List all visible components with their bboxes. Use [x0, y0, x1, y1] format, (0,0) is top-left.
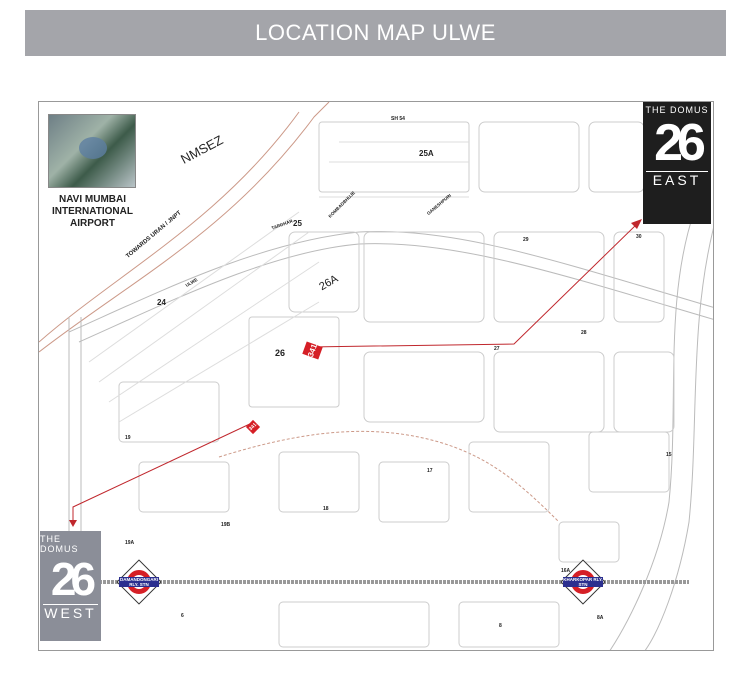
logo-bottom-text: EAST: [646, 171, 708, 188]
sector-label: 29: [523, 237, 529, 243]
sh54-label: SH 54: [391, 116, 405, 122]
sector-label: 15: [666, 452, 672, 458]
logo-top-text: THE DOMUS: [645, 105, 709, 115]
logo-bottom-text: WEST: [43, 604, 98, 621]
road-network: [39, 102, 713, 650]
sector-label: 25: [293, 219, 302, 228]
sector-label: 26: [275, 348, 286, 358]
city-blocks: [118, 121, 675, 648]
sector-label: 8A: [597, 615, 604, 621]
damandongari-station[interactable]: DAMANDONGARI RLY. STN: [116, 559, 162, 605]
sector-label: 28: [581, 330, 587, 336]
site-arrow-east: [308, 221, 640, 348]
highway-road: [39, 111, 300, 343]
logo-top-text: THE DOMUS: [40, 534, 79, 554]
logo-number: 26: [50, 553, 96, 605]
page-title: LOCATION MAP ULWE: [255, 20, 496, 45]
highway-road: [39, 102, 330, 353]
sector-label: 19B: [221, 522, 231, 528]
site-arrow-west: [72, 421, 255, 522]
arterial-road: [218, 430, 560, 523]
logo-number: 26: [654, 114, 706, 172]
station-name: DAMANDONGARI RLY. STN: [119, 577, 159, 587]
sector-label: 24: [157, 298, 166, 307]
arterial-road: [68, 317, 82, 532]
location-map: NAVI MUMBAI INTERNATIONAL AIRPORT NMSEZ …: [38, 101, 714, 651]
airport-name: NAVI MUMBAI INTERNATIONAL AIRPORT: [52, 194, 133, 229]
kharkopar-station[interactable]: KHARKOPAR RLY. STN: [560, 559, 606, 605]
airport-image: [48, 114, 136, 188]
domus-east-logo: THE DOMUS 26 EAST: [643, 102, 711, 224]
station-name: KHARKOPAR RLY. STN: [563, 577, 603, 587]
site-arrow-east-head: [631, 219, 642, 229]
domus-west-logo: THE DOMUS 26 WEST: [40, 531, 101, 641]
sector-label: 25A: [419, 149, 434, 158]
site-arrow-west-head: [69, 520, 77, 527]
title-bar: LOCATION MAP ULWE: [25, 10, 726, 56]
sector-label: 27: [494, 346, 500, 352]
sector-label: 18: [323, 506, 329, 512]
sector-label: 30: [636, 234, 642, 240]
river: [609, 211, 713, 650]
sector-label: 6: [181, 613, 184, 619]
dense-plots: [88, 141, 469, 423]
sector-label: 19: [125, 435, 131, 441]
arterial-road: [68, 231, 713, 333]
sector-label: 8: [499, 623, 502, 629]
sector-label: 17: [427, 468, 433, 474]
sector-label: 16A: [561, 568, 571, 574]
arterial-road: [78, 243, 713, 343]
sector-label: 19A: [125, 540, 135, 546]
